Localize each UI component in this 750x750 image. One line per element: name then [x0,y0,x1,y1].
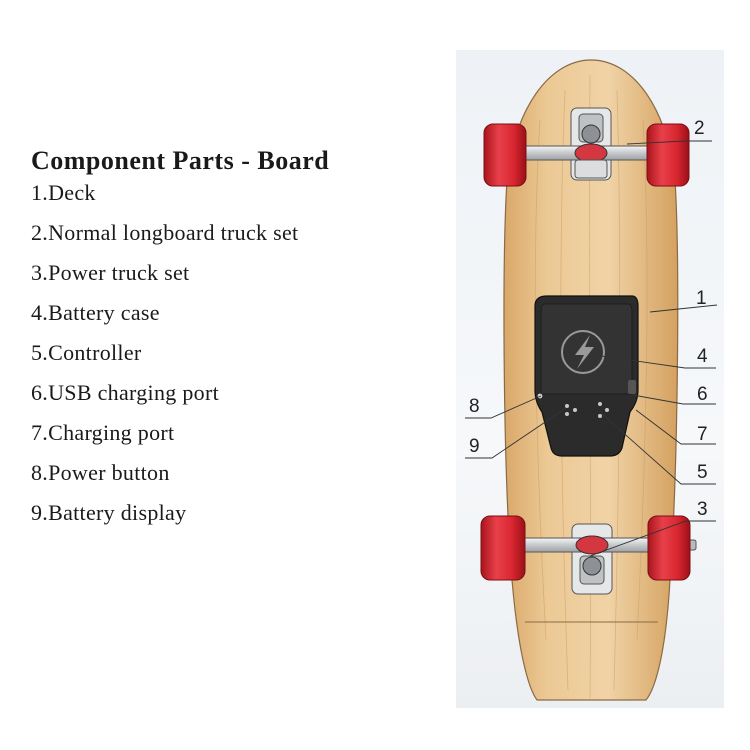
rear-truck [519,523,697,595]
callout-8: 8 [469,396,480,417]
rear-right-wheel [647,515,691,581]
controller-dot [598,402,602,406]
diagram-title: Component Parts - Board [31,146,330,175]
callout-1: 1 [696,288,707,309]
callout-6: 6 [697,384,708,405]
callout-3: 3 [697,499,708,520]
part-item-charging-port: 7.Charging port [31,420,175,445]
part-item-power-truck: 3.Power truck set [31,260,190,285]
leader-line-1 [649,304,718,313]
rear-left-wheel [480,515,526,581]
lightning-logo-icon [561,330,605,374]
parts-list: 1.Deck 2.Normal longboard truck set 3.Po… [31,178,298,538]
callout-7: 7 [697,424,708,445]
front-right-wheel [646,123,690,187]
usb-port-slot [628,380,636,394]
callout-4: 4 [697,346,708,367]
part-item-usb-port: 6.USB charging port [31,380,220,405]
part-item-power-button: 8.Power button [31,460,170,485]
battery-case [534,295,639,457]
leader-line-4 [593,354,716,369]
leader-line-5 [600,412,716,485]
front-left-wheel [483,123,527,187]
leader-line-9 [465,407,567,459]
leader-line-6 [632,394,716,405]
leader-line-7 [635,409,716,445]
callout-5: 5 [697,462,708,483]
part-item-controller: 5.Controller [31,340,142,365]
leader-line-3 [589,520,716,557]
part-item-deck: 1.Deck [31,180,96,205]
part-item-battery-case: 4.Battery case [31,300,160,325]
part-item-normal-truck: 2.Normal longboard truck set [31,220,299,245]
leader-line-2 [626,140,712,145]
front-truck [519,107,655,181]
part-item-battery-display: 9.Battery display [31,500,187,525]
leader-line-8 [465,395,542,419]
battery-display-dot [565,404,569,408]
callout-9: 9 [469,436,480,457]
callout-2: 2 [694,118,705,139]
